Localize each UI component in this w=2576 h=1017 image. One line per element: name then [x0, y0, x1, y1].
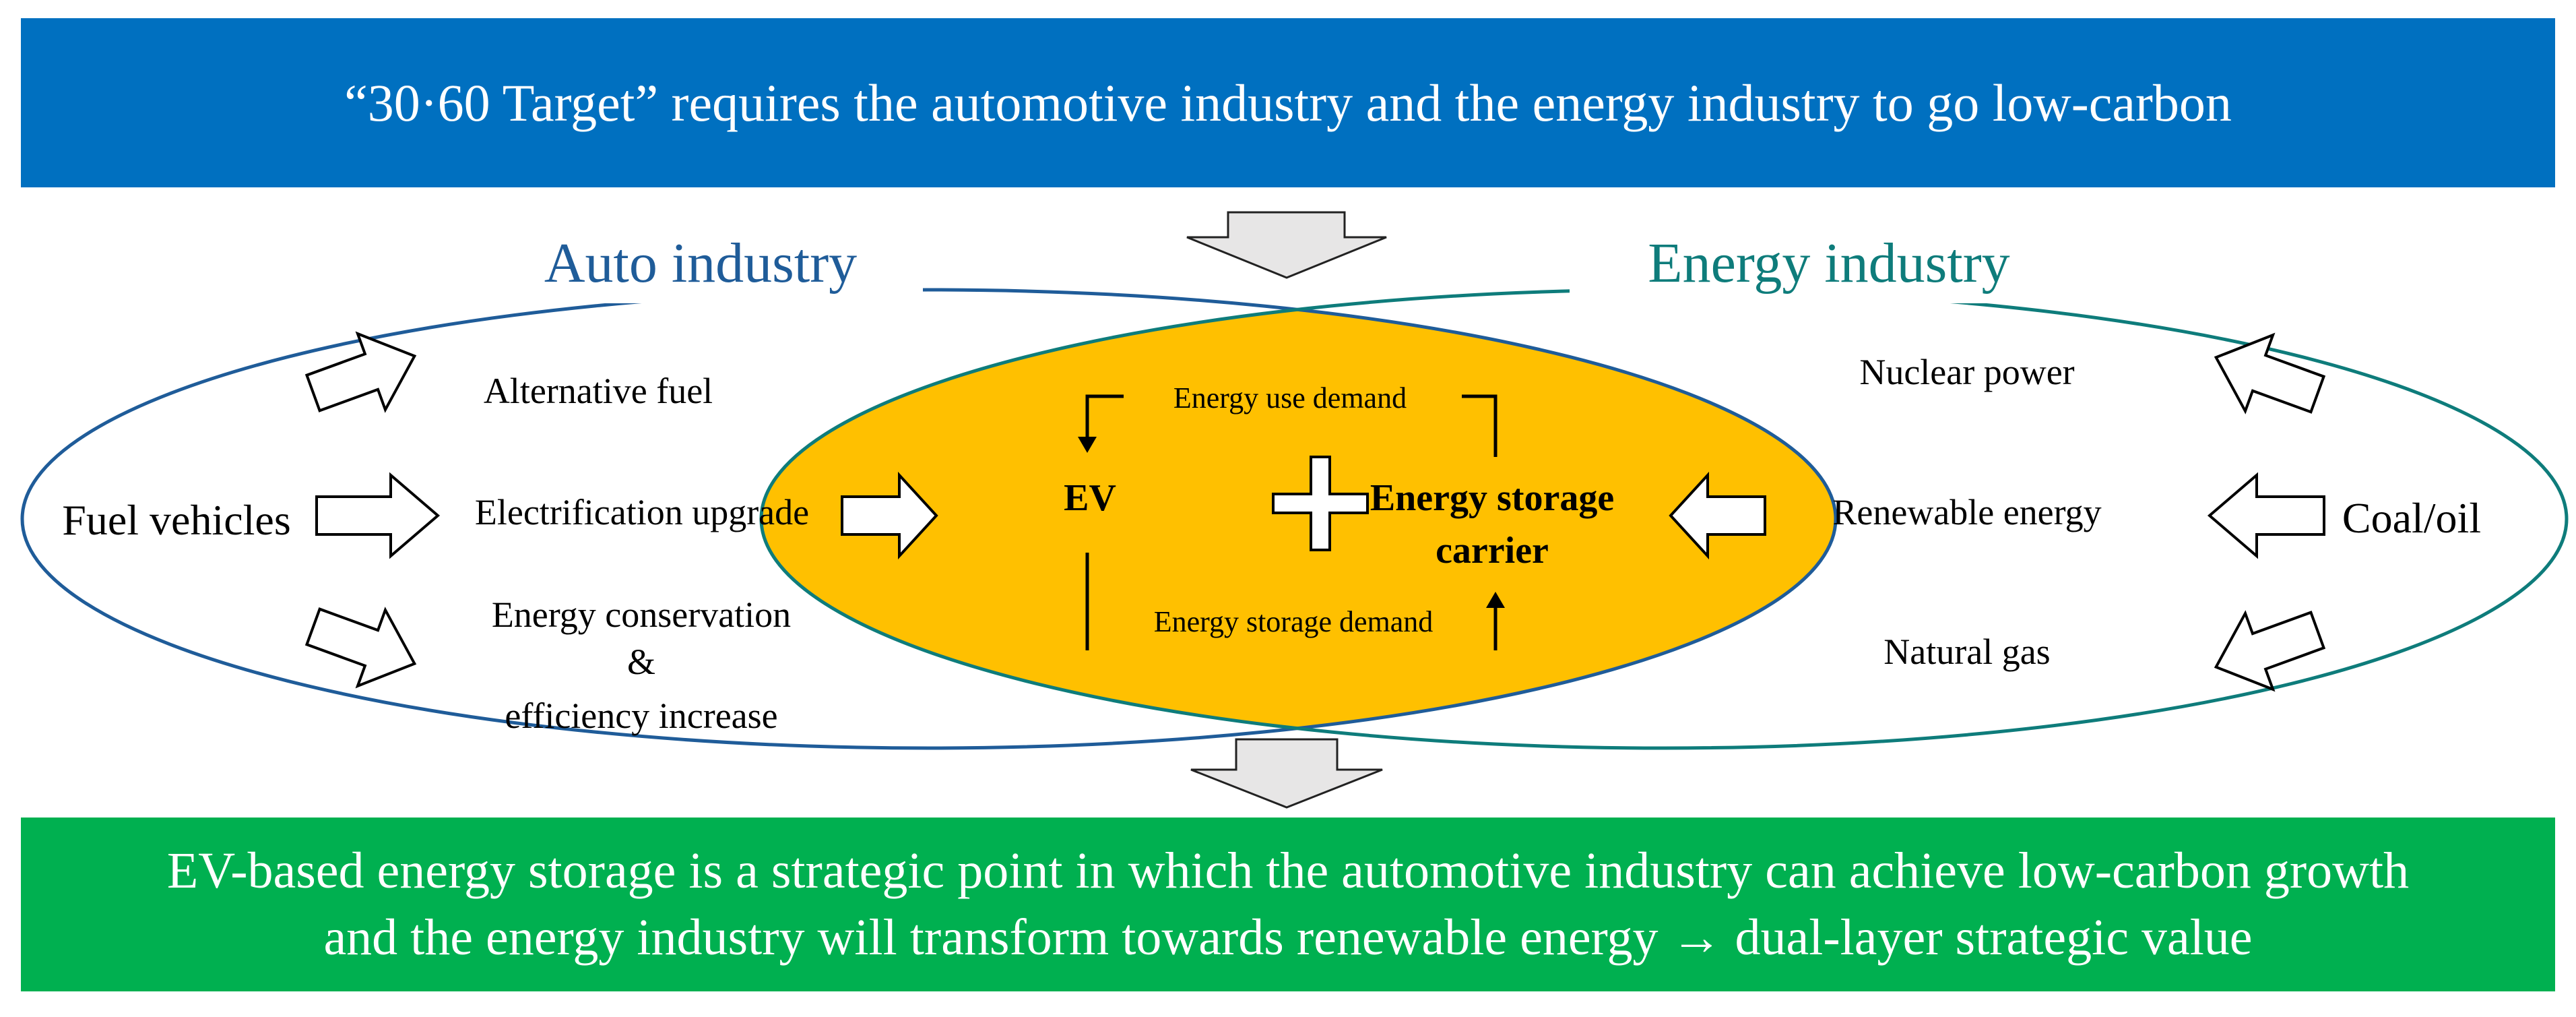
- top-banner-text: “30·60 Target” requires the automotive i…: [344, 73, 2232, 132]
- energy-storage-demand-label: Energy storage demand: [1154, 605, 1434, 638]
- energy-conservation-label: Energy conservation: [492, 594, 791, 635]
- renewable-energy-label: Renewable energy: [1832, 492, 2101, 532]
- ev-label: EV: [1064, 477, 1116, 519]
- arrow-energy-to-carrier-icon: [1669, 471, 1766, 560]
- electrification-upgrade-label: Electrification upgrade: [475, 492, 809, 532]
- bottom-banner-line1: EV-based energy storage is a strategic p…: [166, 842, 2410, 900]
- auto-industry-ellipse: [20, 288, 1838, 750]
- energy-use-demand-connector: [1085, 394, 1498, 457]
- arrow-to-alternative-fuel-icon: [304, 331, 417, 413]
- energy-storage-demand-connector: [1085, 553, 1498, 650]
- bottom-banner: EV-based energy storage is a strategic p…: [21, 818, 2555, 991]
- down-arrowhead-icon: [1078, 437, 1097, 453]
- bottom-banner-line2: and the energy industry will transform t…: [323, 909, 2253, 966]
- energy-use-demand-label: Energy use demand: [1173, 381, 1407, 414]
- arrow-auto-to-ev-icon: [841, 471, 938, 560]
- top-banner: “30·60 Target” requires the automotive i…: [21, 18, 2555, 187]
- energy-industry-title: Energy industry: [1648, 232, 2009, 295]
- nuclear-power-label: Nuclear power: [1859, 352, 2074, 392]
- arrow-to-nuclear-icon: [2214, 332, 2326, 414]
- fuel-vehicles-label: Fuel vehicles: [62, 496, 290, 544]
- arrow-to-conservation-icon: [304, 607, 417, 689]
- ampersand-label: &: [627, 642, 655, 682]
- plus-icon: [1272, 456, 1369, 551]
- natural-gas-label: Natural gas: [1883, 631, 2050, 672]
- bottom-down-arrow-icon: [1190, 738, 1383, 809]
- up-arrowhead-icon: [1486, 592, 1505, 608]
- carrier-label-line1: Energy storage: [1370, 477, 1614, 519]
- efficiency-increase-label: efficiency increase: [505, 696, 777, 736]
- arrow-to-renewable-icon: [2207, 472, 2325, 559]
- arrow-to-natural-gas-icon: [2214, 610, 2326, 692]
- top-down-arrow-icon: [1186, 211, 1387, 279]
- intersection-region: [761, 290, 1836, 748]
- coal-oil-label: Coal/oil: [2342, 494, 2481, 542]
- carrier-label-line2: carrier: [1436, 530, 1549, 572]
- auto-industry-title: Auto industry: [544, 232, 857, 295]
- arrow-to-electrification-icon: [315, 472, 441, 559]
- alternative-fuel-label: Alternative fuel: [484, 371, 713, 411]
